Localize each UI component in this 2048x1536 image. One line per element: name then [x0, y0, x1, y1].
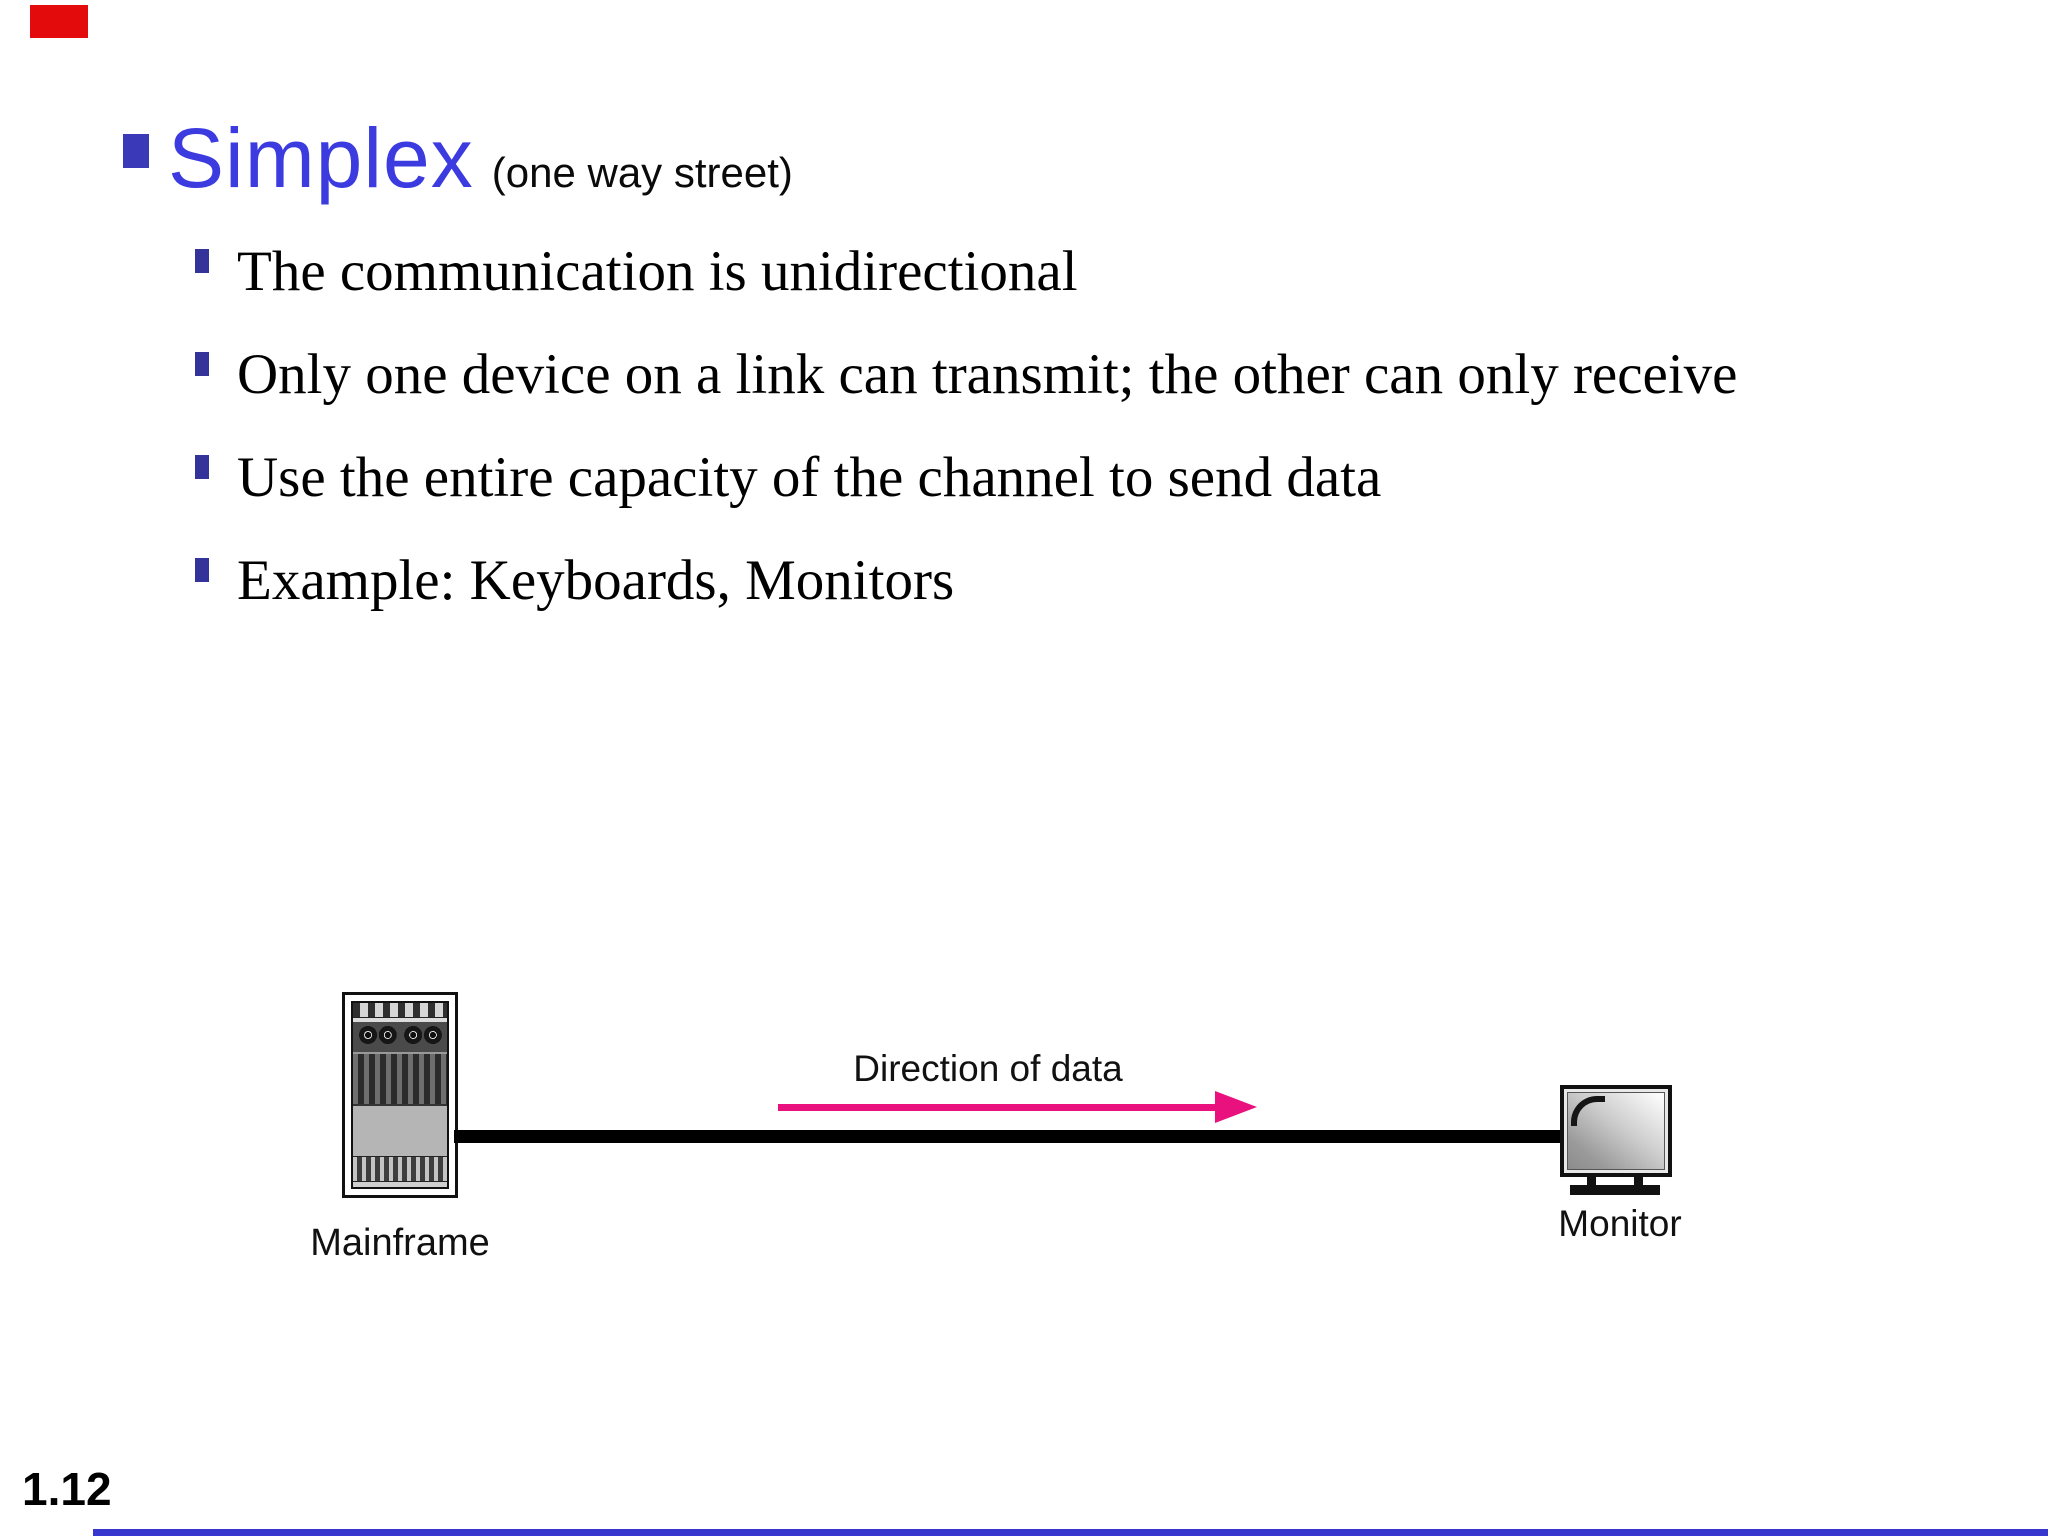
footer-bar — [93, 1529, 2048, 1536]
mainframe-label: Mainframe — [310, 1222, 490, 1264]
bullet-square-icon — [195, 558, 209, 582]
page-title: Simplex(one way street) — [168, 116, 793, 218]
mainframe-cabinet — [351, 1001, 449, 1189]
title-note: (one way street) — [491, 149, 793, 196]
list-item: Only one device on a link can transmit; … — [195, 331, 1837, 419]
direction-arrow-shaft — [778, 1104, 1215, 1111]
mainframe-bottom-stripes — [353, 1156, 447, 1182]
list-item: Use the entire capacity of the channel t… — [195, 434, 1837, 522]
monitor-icon — [1560, 1085, 1672, 1177]
list-item: The communication is unidirectional — [195, 228, 1837, 316]
monitor-leg — [1634, 1177, 1643, 1186]
bullet-text: Example: Keyboards, Monitors — [237, 549, 955, 612]
monitor-leg — [1587, 1177, 1596, 1186]
bullet-text: Only one device on a link can transmit; … — [237, 343, 1738, 406]
monitor-label: Monitor — [1558, 1203, 1682, 1244]
mainframe-panel — [353, 1104, 447, 1156]
monitor-glare — [1571, 1096, 1605, 1126]
direction-of-data-label: Direction of data — [853, 1048, 1123, 1089]
mainframe-vent-slats — [353, 1052, 447, 1104]
link-line — [454, 1130, 1568, 1143]
monitor-screen — [1567, 1092, 1665, 1170]
bullet-text: The communication is unidirectional — [237, 240, 1078, 303]
bullet-list: The communication is unidirectional Only… — [195, 228, 1837, 640]
red-accent-box — [30, 5, 88, 38]
bullet-square-icon — [195, 455, 209, 479]
mainframe-tape-reels — [353, 1018, 447, 1052]
title-text: Simplex — [168, 111, 474, 205]
bullet-text: Use the entire capacity of the channel t… — [237, 446, 1382, 509]
bullet-square-icon — [195, 249, 209, 273]
page-number: 1.12 — [22, 1463, 112, 1515]
list-item: Example: Keyboards, Monitors — [195, 537, 1837, 625]
direction-arrow-head-icon — [1215, 1091, 1257, 1123]
monitor-base — [1570, 1185, 1660, 1195]
bullet-square-icon — [195, 352, 209, 376]
mainframe-tape-tops — [353, 1003, 447, 1018]
title-bullet-square-icon — [123, 134, 149, 168]
mainframe-icon — [342, 992, 458, 1198]
